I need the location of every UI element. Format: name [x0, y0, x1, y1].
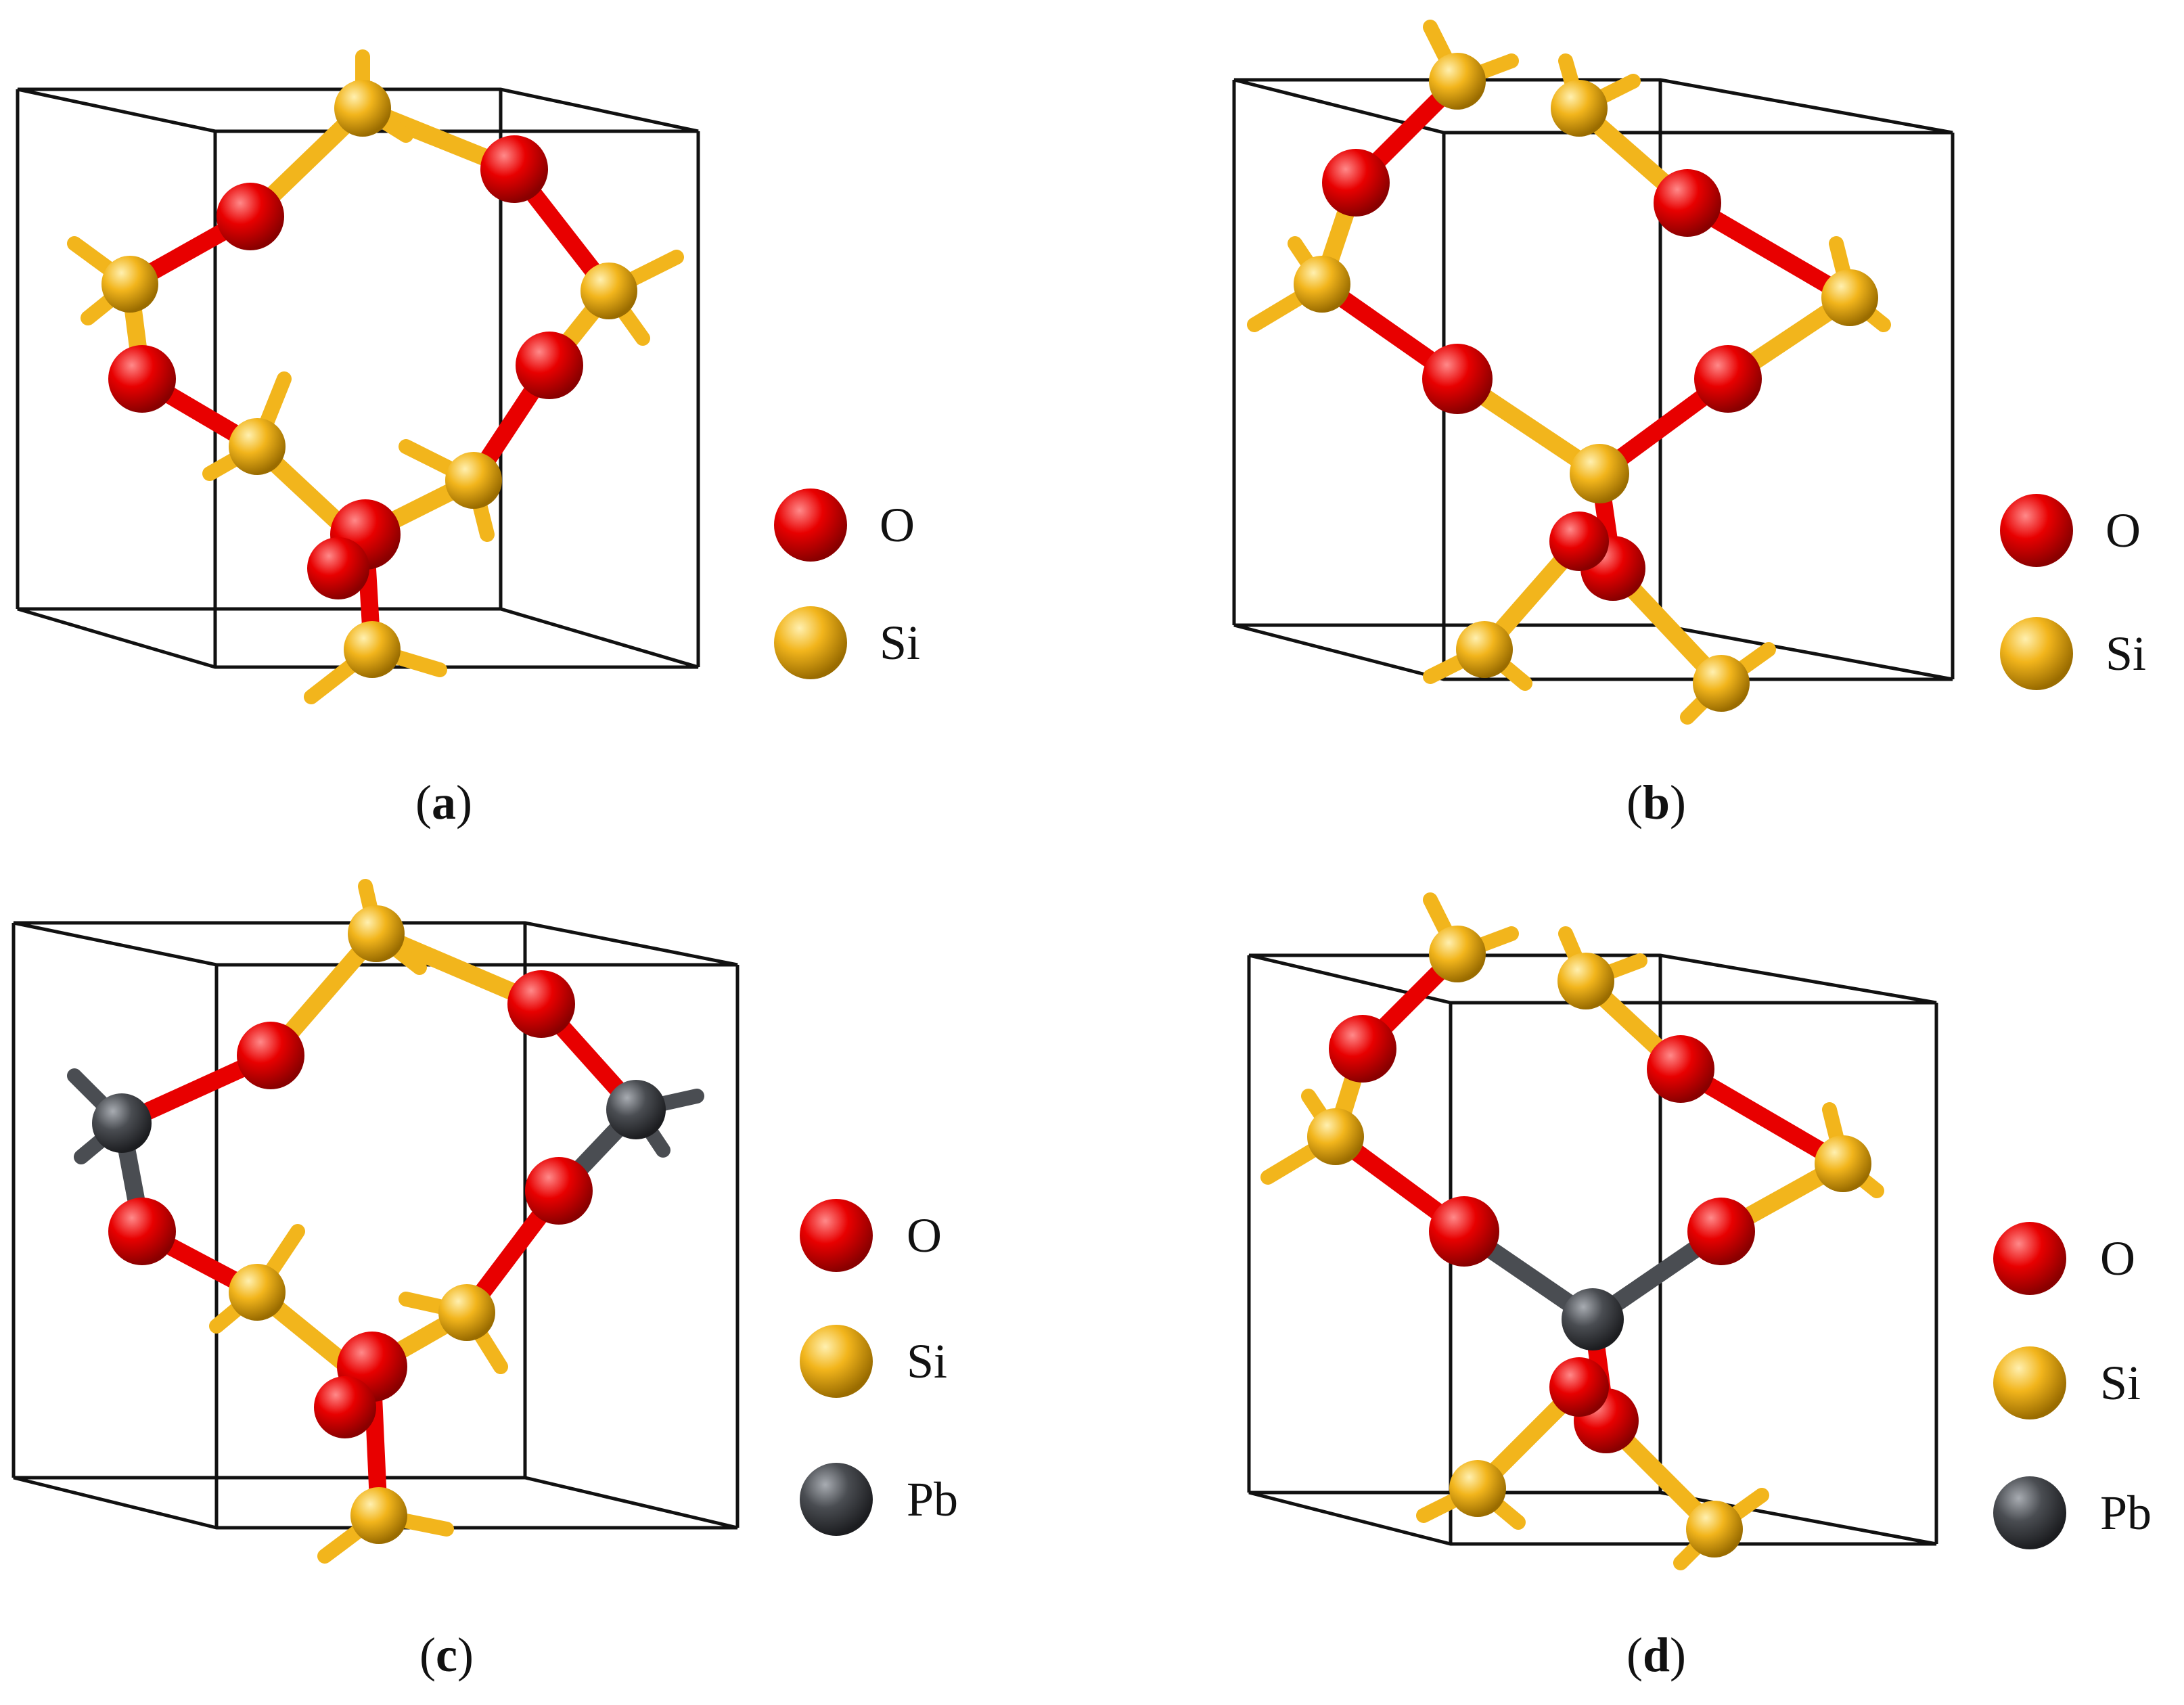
structure-a	[16, 49, 847, 704]
o-atom	[1549, 512, 1609, 571]
legend-o-marker	[774, 488, 847, 562]
legend-o-label: O	[2106, 503, 2141, 558]
o-atom	[525, 1157, 593, 1225]
structure-b	[1232, 20, 2073, 725]
legend-pb-label: Pb	[2100, 1486, 2152, 1540]
legend-si-label: Si	[880, 616, 921, 670]
structure-c	[12, 879, 873, 1564]
si-atom	[1456, 621, 1513, 678]
si-atom	[581, 263, 637, 319]
si-atom	[445, 452, 502, 509]
unit-cell	[1232, 78, 1955, 681]
si-atom	[344, 621, 401, 678]
legend-si-marker	[800, 1325, 873, 1398]
si-atom	[1449, 1460, 1506, 1517]
si-atom	[348, 905, 405, 962]
legend-pb-marker	[1993, 1476, 2066, 1549]
o-atom	[314, 1376, 376, 1438]
si-atom	[350, 1487, 407, 1544]
si-atom	[438, 1284, 495, 1341]
si-atom	[1693, 655, 1750, 712]
si-atom	[229, 418, 286, 475]
si-atom	[1551, 80, 1608, 137]
legend-si-label: Si	[2100, 1356, 2141, 1410]
legend-o-marker	[2000, 494, 2073, 567]
legend-pb-marker	[800, 1463, 873, 1536]
si-atom	[1307, 1108, 1364, 1165]
panel-b: O Si (b)	[1092, 0, 2184, 852]
legend-si-label: Si	[2106, 627, 2147, 681]
legend-si-marker	[2000, 617, 2073, 690]
unit-cell	[1247, 953, 1938, 1546]
si-atom	[1815, 1135, 1871, 1192]
o-atom	[516, 332, 583, 399]
legend-si-marker	[1993, 1346, 2066, 1419]
legend-pb-label: Pb	[907, 1472, 959, 1526]
o-atom	[1329, 1015, 1396, 1083]
structure-d	[1247, 892, 2066, 1570]
o-atom	[108, 1198, 176, 1265]
si-atom	[1294, 256, 1350, 313]
pb-atom	[606, 1080, 666, 1139]
legend-si-marker	[774, 606, 847, 679]
caption-c: (c)	[419, 1628, 474, 1682]
legend-o-label: O	[2100, 1231, 2135, 1286]
legend-si-label: Si	[907, 1334, 948, 1388]
o-atom	[217, 183, 284, 250]
pb-atom	[92, 1093, 152, 1153]
bonds	[1313, 72, 1859, 692]
legend-o-marker	[800, 1199, 873, 1272]
o-atom	[507, 970, 575, 1038]
o-atom	[237, 1022, 304, 1089]
o-atom	[1429, 1196, 1499, 1267]
o-atom	[1687, 1198, 1755, 1265]
si-atom	[1429, 926, 1486, 982]
si-atom	[334, 80, 391, 137]
si-atom	[101, 256, 158, 313]
caption-b: (b)	[1626, 775, 1687, 829]
legend-o-marker	[1993, 1222, 2066, 1295]
o-atom	[1647, 1035, 1714, 1103]
si-atom	[229, 1264, 286, 1321]
si-atom	[1570, 444, 1629, 503]
caption-a: (a)	[415, 775, 472, 829]
caption-d: (d)	[1626, 1628, 1687, 1682]
o-atom	[1549, 1357, 1609, 1417]
o-atom	[307, 537, 369, 599]
panel-d: O Si Pb (d)	[1092, 852, 2184, 1705]
legend-o-label: O	[907, 1208, 942, 1263]
si-atom	[1429, 53, 1486, 110]
o-atom	[108, 345, 176, 413]
o-atom	[1654, 169, 1721, 237]
pb-atom	[1562, 1288, 1624, 1350]
o-atom	[1322, 149, 1390, 217]
si-atom	[1557, 953, 1614, 1009]
panel-a: O Si (a)	[0, 0, 1092, 852]
panel-c: O Si Pb (c)	[0, 852, 1092, 1705]
o-atom	[1694, 345, 1762, 413]
si-atom	[1821, 269, 1878, 326]
si-atom	[1686, 1501, 1743, 1558]
o-atom	[480, 135, 548, 203]
legend-o-label: O	[880, 498, 915, 552]
o-atom	[1422, 344, 1493, 414]
